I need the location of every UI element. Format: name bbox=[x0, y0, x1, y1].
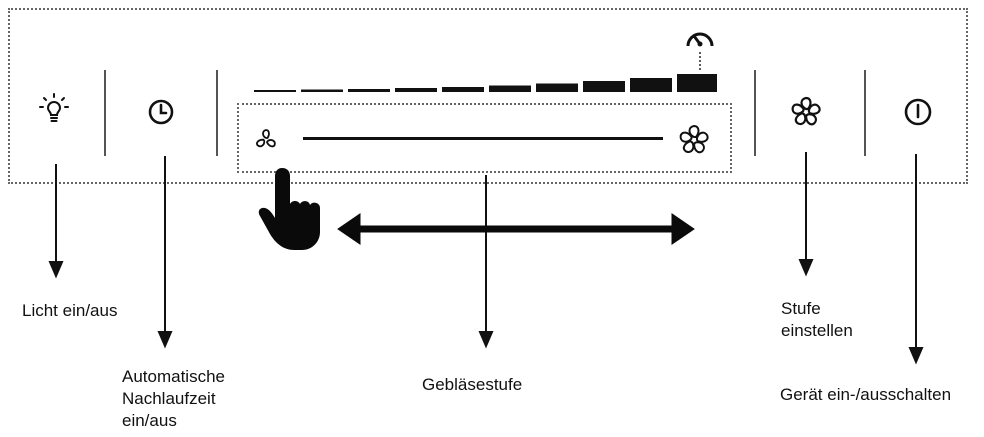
double-arrow bbox=[337, 213, 695, 245]
fan-icon[interactable] bbox=[788, 94, 824, 130]
pointing-hand-icon bbox=[258, 168, 320, 250]
level-bar bbox=[348, 89, 390, 92]
small-fan-icon[interactable] bbox=[252, 126, 280, 154]
slider-label: Gebläsestufe bbox=[422, 375, 523, 394]
level-bar bbox=[536, 83, 578, 92]
separator bbox=[754, 70, 756, 156]
power-label: Gerät ein-/ausschalten bbox=[780, 385, 952, 404]
slider-track[interactable] bbox=[303, 137, 663, 140]
separator bbox=[104, 70, 106, 156]
level-bar bbox=[489, 85, 531, 92]
level-bar bbox=[254, 90, 296, 92]
level-bar bbox=[583, 81, 625, 92]
clock-icon[interactable] bbox=[144, 95, 178, 129]
separator bbox=[216, 70, 218, 156]
lightbulb-icon[interactable] bbox=[34, 88, 74, 128]
gauge-dotted-line bbox=[699, 52, 701, 72]
level-bar bbox=[395, 88, 437, 92]
level-label: Stufe einstellen bbox=[781, 299, 853, 340]
level-bar bbox=[442, 87, 484, 92]
light-label: Licht ein/aus bbox=[22, 301, 118, 320]
gauge-icon bbox=[686, 32, 714, 47]
separator bbox=[864, 70, 866, 156]
large-fan-icon[interactable] bbox=[676, 122, 712, 158]
fan-level-bars bbox=[254, 74, 717, 92]
level-bar bbox=[630, 78, 672, 92]
control-panel bbox=[8, 8, 968, 184]
level-bar bbox=[301, 89, 343, 92]
level-bar bbox=[677, 74, 717, 92]
timer-label: Automatische Nachlaufzeit ein/aus bbox=[122, 367, 225, 430]
power-icon[interactable] bbox=[901, 95, 935, 129]
fan-speed-slider[interactable] bbox=[237, 103, 732, 173]
